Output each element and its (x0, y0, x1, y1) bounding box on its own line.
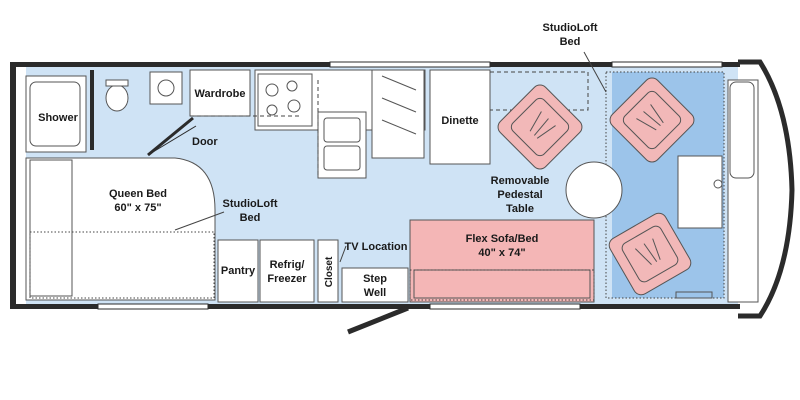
tv-location-leader (339, 245, 347, 263)
studioloft-rear-outline (29, 231, 215, 299)
dash-console (729, 81, 755, 179)
shower-label: Shower (38, 112, 78, 124)
studioloft-rear-label: StudioLoft (223, 198, 278, 210)
studioloft-rear-leader (174, 211, 225, 231)
floor-vent (675, 291, 713, 299)
queen-bed-label: Queen Bed (109, 188, 167, 200)
bath-door-swing (147, 125, 197, 156)
swivel-chair-icon (608, 212, 692, 296)
side-table (677, 155, 723, 229)
closet-label: Closet (324, 256, 335, 287)
window-bottom-1 (97, 303, 209, 310)
galley-drawer (381, 75, 417, 91)
lav-sink (149, 71, 183, 105)
stove (257, 73, 313, 127)
burner-icon (287, 99, 301, 113)
window-top-1 (329, 61, 491, 68)
refrig-label-2: Freezer (267, 273, 307, 285)
removable-label-2: Pedestal (497, 189, 542, 201)
swivel-chair-icon (609, 77, 695, 163)
refrig-label: Refrig/ (270, 259, 305, 271)
shower (25, 75, 87, 153)
tv-location-label: TV Location (345, 241, 408, 253)
queen-bed-size: 60" x 75" (114, 202, 161, 214)
entry-door (347, 305, 409, 335)
door-label: Door (192, 136, 218, 148)
galley-drawer (381, 97, 417, 113)
window-top-2 (611, 61, 723, 68)
studioloft-front-label-2: Bed (560, 36, 581, 48)
step-label-2: Well (364, 287, 386, 299)
studioloft-front-label: StudioLoft (543, 22, 598, 34)
galley-cabinet (371, 69, 425, 159)
wall-bottom (10, 304, 740, 309)
toilet-tank (105, 79, 129, 87)
bath-door (147, 116, 194, 157)
dinette-seat (429, 69, 491, 165)
flex-sofa-cushion (413, 269, 591, 299)
burner-icon (286, 80, 298, 92)
removable-label-3: Table (506, 203, 534, 215)
galley-drawer (381, 119, 417, 135)
shower-pan (29, 81, 81, 147)
flex-sofa-bed-outline (409, 269, 595, 301)
dinette-label: Dinette (441, 115, 478, 127)
side-table-knob (713, 179, 723, 189)
studioloft-rear-label-2: Bed (240, 212, 261, 224)
pantry-label: Pantry (221, 265, 256, 277)
pantry (217, 239, 259, 303)
wardrobe (189, 69, 251, 117)
bath-partition (90, 70, 94, 150)
wardrobe-label: Wardrobe (195, 88, 246, 100)
closet (317, 239, 339, 303)
flex-sofa-label: Flex Sofa/Bed (466, 233, 539, 245)
galley-sink-icon (323, 117, 361, 143)
step-well (341, 267, 409, 303)
toilet-icon (105, 84, 129, 112)
refrigerator (259, 239, 315, 303)
pedestal-table (565, 161, 623, 219)
step-label: Step (363, 273, 387, 285)
swivel-chair-icon (497, 84, 583, 170)
lav-sink-icon (157, 79, 175, 97)
queen-bed-nightstand (29, 159, 73, 297)
removable-label: Removable (491, 175, 550, 187)
burner-icon (265, 83, 279, 97)
window-bottom-2 (429, 303, 581, 310)
galley-sink-counter (317, 111, 367, 179)
galley-sink-icon (323, 145, 361, 171)
studioloft-front-leader (583, 51, 607, 93)
queen-bed (25, 157, 216, 301)
burner-icon (266, 104, 278, 116)
flex-sofa-size: 40" x 74" (478, 247, 525, 259)
wall-rear (10, 62, 16, 309)
